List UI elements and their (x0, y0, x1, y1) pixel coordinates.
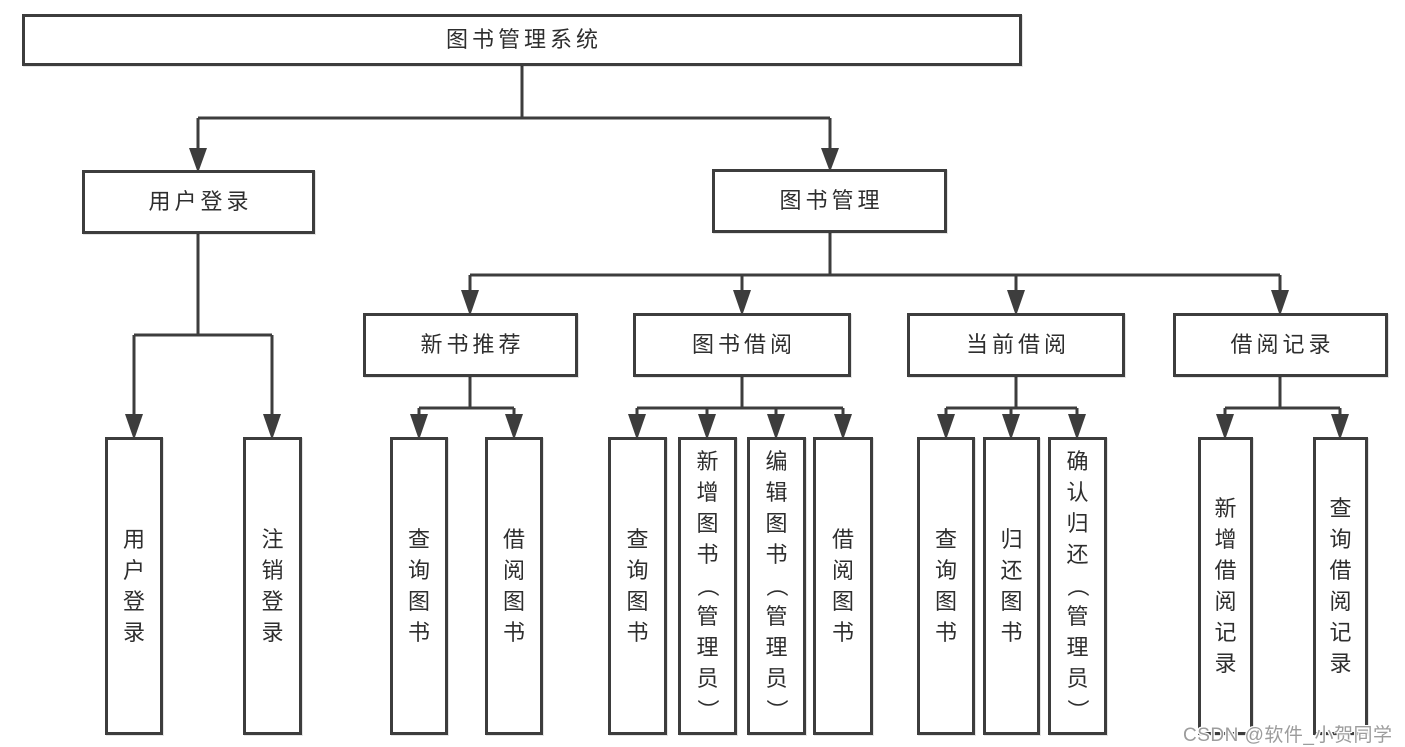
leaf-current-return-book-label: 归还图书 (1000, 526, 1023, 645)
leaf-borrow-add-book-admin: 新增图书（管理员） (678, 437, 737, 735)
leaf-recommend-borrow-book-label: 借阅图书 (502, 526, 525, 645)
leaf-borrow-borrow-book: 借阅图书 (813, 437, 873, 735)
node-user-login-label: 用户登录 (148, 189, 253, 214)
leaf-user-login: 用户登录 (105, 437, 163, 735)
leaf-records-query-record: 查询借阅记录 (1313, 437, 1368, 735)
leaf-current-return-book: 归还图书 (983, 437, 1040, 735)
node-borrow-records-label: 借阅记录 (1230, 332, 1335, 357)
node-borrow-records: 借阅记录 (1173, 313, 1388, 377)
node-new-book-recommend: 新书推荐 (363, 313, 578, 377)
node-current-borrow: 当前借阅 (907, 313, 1125, 377)
leaf-borrow-query-book: 查询图书 (608, 437, 667, 735)
leaf-records-add-record: 新增借阅记录 (1198, 437, 1253, 735)
leaf-borrow-add-book-admin-label: 新增图书（管理员） (695, 449, 721, 722)
node-book-borrow: 图书借阅 (633, 313, 851, 377)
node-current-borrow-label: 当前借阅 (965, 332, 1070, 357)
node-library-system-label: 图书管理系统 (445, 27, 602, 52)
node-new-book-recommend-label: 新书推荐 (420, 332, 525, 357)
leaf-recommend-query-book-label: 查询图书 (407, 526, 430, 645)
leaf-recommend-borrow-book: 借阅图书 (485, 437, 543, 735)
leaf-borrow-query-book-label: 查询图书 (626, 526, 649, 645)
leaf-borrow-edit-book-admin: 编辑图书（管理员） (747, 437, 806, 735)
leaf-current-confirm-return-admin: 确认归还（管理员） (1048, 437, 1107, 735)
leaf-user-login-label: 用户登录 (122, 526, 145, 645)
node-library-system: 图书管理系统 (22, 14, 1022, 66)
leaf-borrow-edit-book-admin-label: 编辑图书（管理员） (764, 449, 790, 722)
node-book-management-label: 图书管理 (779, 188, 884, 213)
csdn-watermark: CSDN @软件_小贺同学 (1183, 725, 1393, 746)
node-book-borrow-label: 图书借阅 (691, 332, 796, 357)
leaf-current-query-book: 查询图书 (917, 437, 975, 735)
leaf-current-confirm-return-admin-label: 确认归还（管理员） (1065, 449, 1091, 722)
leaf-records-query-record-label: 查询借阅记录 (1329, 495, 1352, 676)
leaf-logout: 注销登录 (243, 437, 302, 735)
leaf-recommend-query-book: 查询图书 (390, 437, 448, 735)
node-user-login: 用户登录 (82, 170, 315, 234)
leaf-borrow-borrow-book-label: 借阅图书 (831, 526, 854, 645)
leaf-records-add-record-label: 新增借阅记录 (1214, 495, 1237, 676)
leaf-logout-label: 注销登录 (261, 526, 284, 645)
leaf-current-query-book-label: 查询图书 (934, 526, 957, 645)
node-book-management: 图书管理 (712, 169, 947, 233)
